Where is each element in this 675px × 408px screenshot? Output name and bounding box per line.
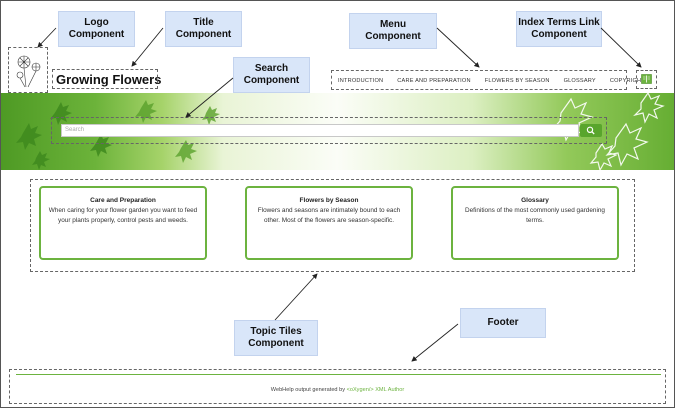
menu-item-introduction[interactable]: INTRODUCTION (338, 78, 384, 84)
callout-index-terms-component: Index Terms Link Component (516, 11, 602, 47)
callout-topic-tiles-component: Topic Tiles Component (234, 320, 318, 356)
index-terms-component-outline (636, 70, 657, 89)
tile-title: Glossary (521, 197, 549, 204)
tile-description: When caring for your flower garden you w… (48, 207, 198, 224)
tile-title: Flowers by Season (299, 197, 359, 204)
menu-item-glossary[interactable]: GLOSSARY (563, 78, 596, 84)
footer-prefix: WebHelp output generated by (270, 387, 346, 393)
index-terms-book-icon[interactable] (641, 74, 652, 84)
site-title[interactable]: Growing Flowers (56, 72, 162, 87)
search-icon (586, 126, 595, 135)
callout-search-component: Search Component (233, 57, 310, 93)
footer-component-outline (9, 369, 666, 404)
search-input[interactable]: Search (61, 124, 579, 137)
menu-component-outline (331, 70, 627, 90)
title-component-outline (52, 69, 158, 89)
topic-tile-care-and-preparation[interactable]: Care and Preparation When caring for you… (39, 186, 207, 260)
search-component-outline (51, 117, 607, 144)
menu-item-flowers-by-season[interactable]: FLOWERS BY SEASON (484, 78, 550, 84)
callout-logo-component: Logo Component (58, 11, 135, 47)
topic-tiles-component-outline (30, 179, 635, 272)
tile-description: Flowers and seasons are intimately bound… (257, 207, 401, 224)
footer-divider (16, 374, 661, 375)
callout-title-component: Title Component (165, 11, 242, 47)
tile-description: Definitions of the most commonly used ga… (465, 207, 605, 224)
menu-item-copyright[interactable]: COPYRIGHT (609, 78, 645, 84)
search-button[interactable] (580, 124, 602, 137)
footer-brand-link[interactable]: <oXygen/> XML Author (346, 387, 405, 393)
dandelion-logo-icon[interactable] (12, 53, 44, 89)
logo-component-outline (8, 47, 48, 93)
menu-item-care-and-preparation[interactable]: CARE AND PREPARATION (397, 78, 471, 84)
callout-menu-component: Menu Component (349, 13, 437, 49)
topic-tile-glossary[interactable]: Glossary Definitions of the most commonl… (451, 186, 619, 260)
footer-text: WebHelp output generated by <oXygen/> XM… (0, 387, 675, 393)
callout-footer: Footer (460, 308, 546, 338)
top-menu: INTRODUCTION CARE AND PREPARATION FLOWER… (338, 74, 645, 88)
topic-tile-flowers-by-season[interactable]: Flowers by Season Flowers and seasons ar… (245, 186, 413, 260)
tile-title: Care and Preparation (90, 197, 156, 204)
